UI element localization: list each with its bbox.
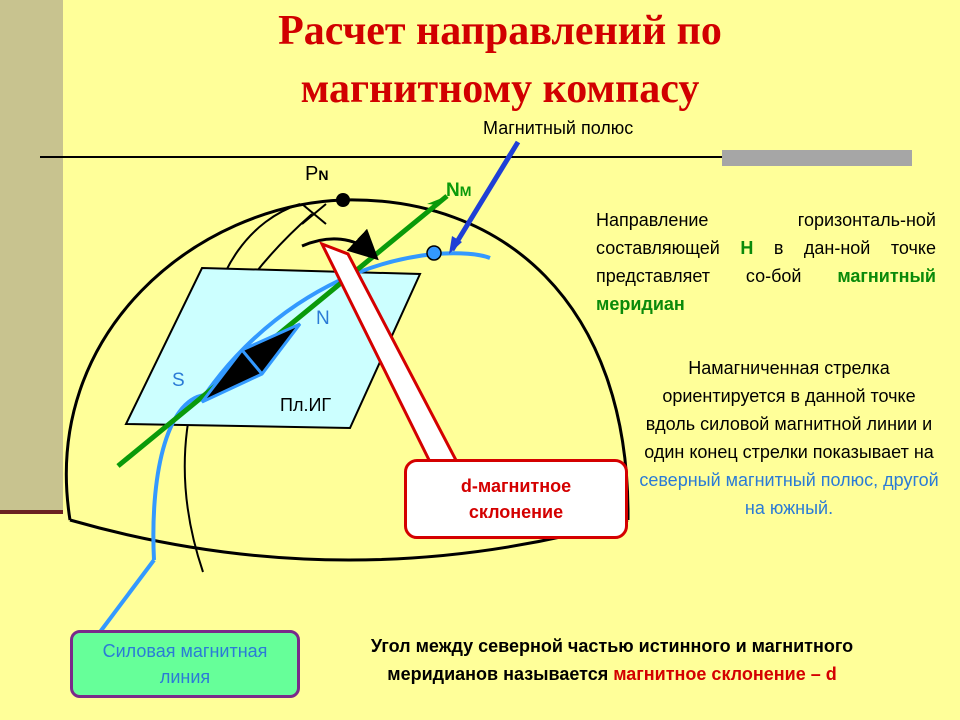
info2-text-b: северный магнитный полюс, другой на южны… (639, 470, 939, 518)
horizontal-component-text: Направление горизонталь-ной составляющей… (596, 206, 936, 318)
horizon-rule (40, 156, 912, 158)
field-line-line-1: Силовая магнитная (102, 641, 268, 661)
info1-h-symbol: Н (740, 238, 754, 258)
true-pole-label: PN (305, 163, 328, 186)
field-line-callout: Силовая магнитная линия (70, 630, 300, 698)
needle-orientation-text: Намагниченная стрелка ориентируется в да… (638, 354, 940, 522)
magnetic-north-label-sub: M (459, 183, 472, 199)
true-pole-dot (336, 193, 350, 207)
info2-text-a: Намагниченная стрелка ориентируется в да… (644, 358, 934, 462)
decor-grey-bar (722, 150, 912, 166)
info1-text-a: Направление горизонталь-ной составляющей (596, 210, 936, 258)
needle-north-label: N (316, 308, 330, 329)
magnetic-pole-point (426, 245, 442, 261)
magnetic-pole-arrowhead (449, 236, 462, 254)
declination-callout: d-магнитное склонение (404, 459, 628, 539)
equator-arc (69, 518, 629, 562)
left-decor-strip (0, 0, 63, 512)
true-pole-label-sub: N (318, 167, 329, 183)
page-title: Расчет направлений по магнитному компасу (0, 2, 960, 118)
magnetic-pole-label: Магнитный полюс (483, 118, 634, 138)
bottom-text-b: магнитное склонение – d (613, 664, 837, 684)
title-line-1: Расчет направлений по (278, 8, 722, 54)
plane-label: Пл.ИГ (280, 395, 332, 415)
field-line-line-2: линия (159, 667, 211, 687)
field-line-pointer (98, 558, 156, 634)
declination-line-1: d-магнитное (460, 476, 572, 496)
info1-text-b: в дан-ной точке представляет со-бой (596, 238, 936, 286)
magnetic-north-label: NM (446, 180, 471, 202)
left-decor-line (0, 510, 63, 514)
compass-needle-axis (240, 349, 264, 375)
magnetic-north-label-main: N (446, 180, 460, 201)
true-pole-cross (301, 203, 327, 225)
declination-line-2: склонение (468, 502, 564, 522)
info1-meridian-term: магнитный меридиан (596, 266, 936, 314)
magnetic-meridian-arrowhead (427, 196, 447, 215)
declination-arc-arrow (301, 228, 379, 261)
title-line-2: магнитному компасу (300, 66, 700, 112)
true-pole-label-main: P (305, 163, 319, 185)
bottom-text-a: Угол между северной частью истинного и м… (370, 636, 854, 684)
field-line (151, 251, 491, 561)
declination-definition: Угол между северной частью истинного и м… (316, 632, 908, 688)
magnetic-pole-line (449, 140, 521, 252)
needle-south-label: S (172, 370, 185, 391)
